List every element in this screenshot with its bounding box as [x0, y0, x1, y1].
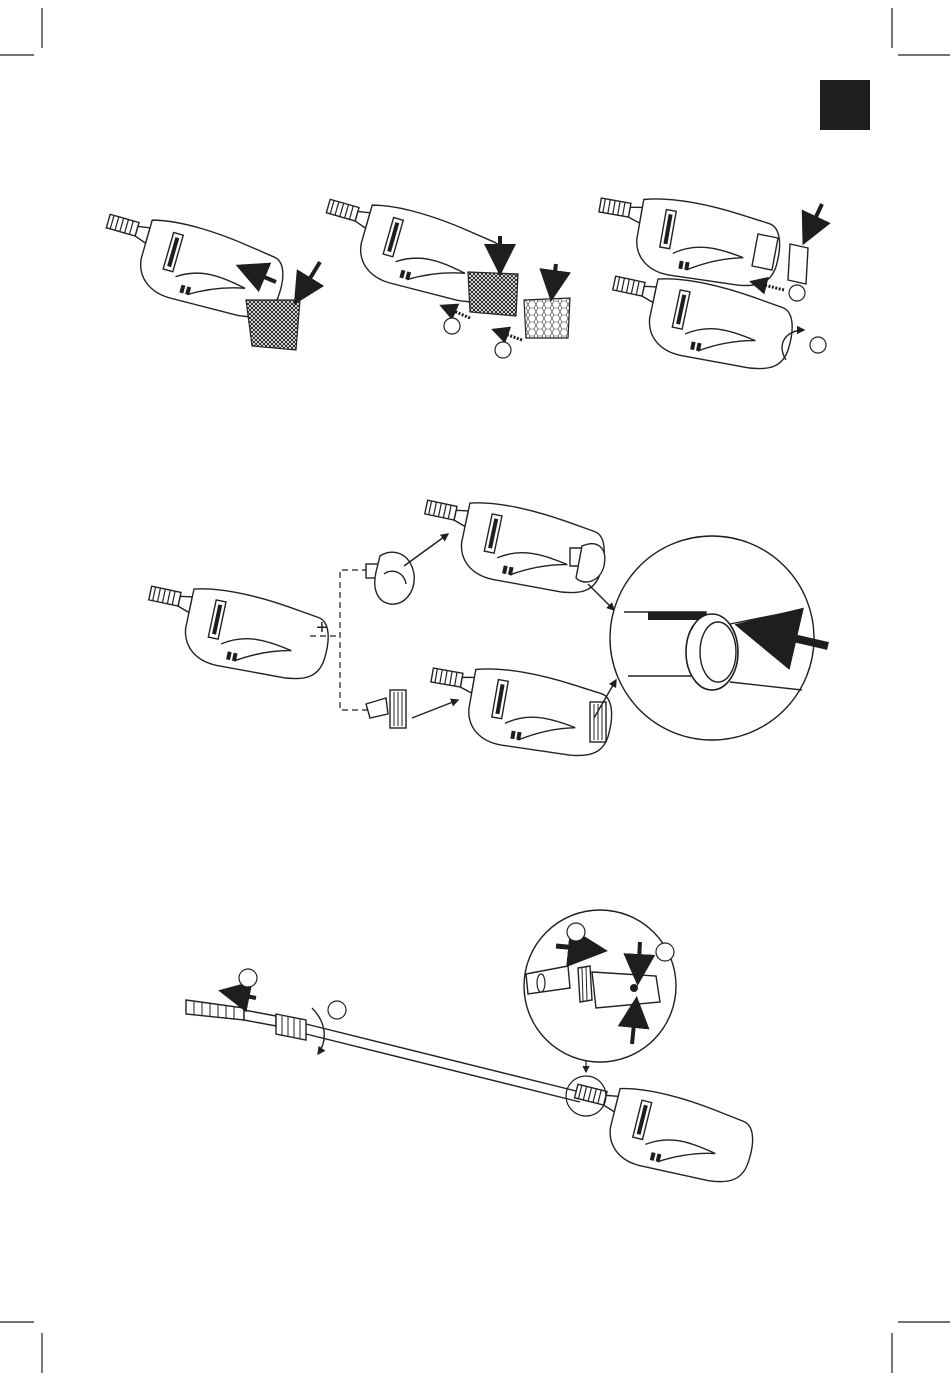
insert-arrow: [552, 264, 556, 294]
step-marker: [656, 943, 674, 961]
step-marker: [444, 318, 460, 334]
telescopic-pole: [186, 1000, 580, 1102]
step-marker: [239, 969, 257, 987]
insert-arrow: [806, 204, 822, 238]
step-marker: [495, 342, 511, 358]
panel-insert-outer-filter: [93, 203, 320, 350]
step-marker: [328, 1001, 346, 1019]
push-arrow: [442, 306, 470, 318]
vacuum-base: [138, 575, 334, 687]
extend-arrow: [226, 992, 256, 998]
step-marker: [567, 923, 585, 941]
insert-arrow: [298, 262, 320, 298]
round-brush-head: [366, 552, 414, 604]
wide-brush-head: [366, 690, 406, 728]
figure-2: +: [138, 489, 828, 763]
vacuum-on-pole: [562, 1073, 759, 1191]
panel-insert-inner-filters: [313, 188, 570, 358]
detail-pointer: [588, 584, 614, 610]
joint-detail-circle: [524, 910, 676, 1062]
attach-arrow: [404, 534, 448, 566]
press-arrow: [638, 942, 640, 978]
vacuum-with-wide-brush: [422, 657, 617, 763]
twist-arrow: [312, 1008, 324, 1054]
push-arrow: [494, 330, 522, 340]
section-tab: [820, 80, 870, 130]
panel-attach-end-cap: [590, 187, 826, 377]
step-marker: [789, 285, 805, 301]
figure-3: [186, 910, 760, 1191]
vacuum-with-round-brush: [414, 489, 610, 601]
push-arrow: [752, 282, 784, 290]
figure-1: [93, 187, 826, 377]
step-marker: [810, 337, 826, 353]
attach-arrow: [412, 700, 458, 718]
